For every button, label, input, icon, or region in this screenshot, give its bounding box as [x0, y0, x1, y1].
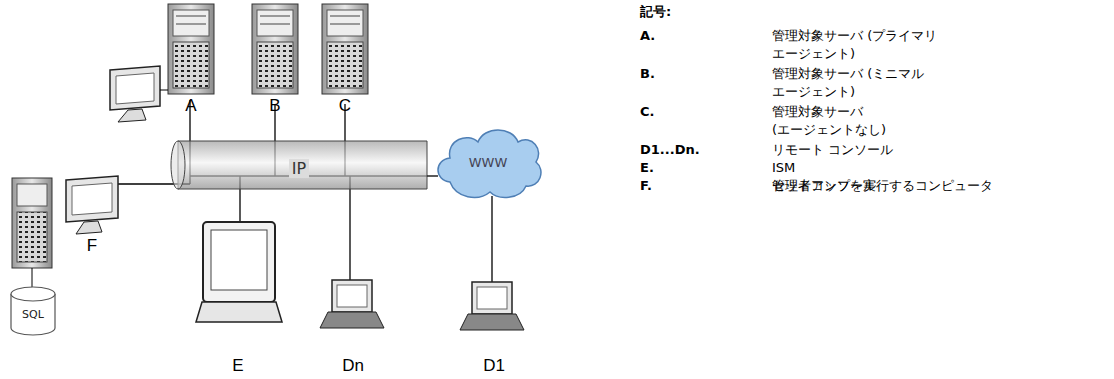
icon-part	[322, 4, 368, 94]
icon-part	[460, 314, 524, 330]
callout-letter: C	[339, 96, 351, 116]
icon-part	[116, 73, 154, 104]
node-label: WWW	[469, 155, 508, 170]
legend-description: 管理対象サーバ (プライマリ エージェント)	[772, 27, 944, 63]
pipe-end	[171, 141, 185, 189]
icon-part	[472, 282, 512, 314]
legend-description: リモート コンソール	[772, 141, 944, 159]
icon-part	[173, 10, 209, 36]
icon-part	[322, 4, 368, 94]
server-icons	[168, 4, 368, 94]
icon-part	[176, 24, 206, 25]
icon-part	[118, 109, 146, 122]
callout-letter: Dn	[342, 356, 364, 376]
legend-description: 管理対象サーバ (ミニマル エージェント)	[772, 65, 944, 101]
sql-database: SQL	[10, 286, 56, 336]
icon-part	[320, 312, 384, 328]
icon-part	[17, 212, 47, 262]
icon-part	[110, 66, 160, 110]
icon-part	[257, 42, 293, 88]
icon-part	[330, 16, 360, 17]
icon-part	[168, 4, 214, 94]
icon-part	[17, 184, 47, 206]
monitor-icon	[110, 66, 168, 122]
cloud-shape	[438, 130, 541, 197]
icon-part	[72, 183, 112, 215]
cylinder-top	[11, 287, 55, 301]
pipe-body	[178, 141, 427, 189]
icon-part	[168, 4, 214, 94]
setup-computer-icon	[196, 222, 282, 322]
network-wires	[118, 100, 492, 282]
node-label: IP	[289, 159, 309, 178]
icon-part	[330, 24, 360, 25]
laptop-icons	[320, 280, 524, 330]
legend-key: C.	[640, 103, 654, 121]
icon-part	[211, 230, 267, 290]
callout-letter: A	[185, 96, 196, 116]
icon-part	[252, 4, 298, 94]
callout-letter: E	[232, 356, 243, 376]
admin-console-icon	[12, 176, 118, 288]
callout-letter: D1	[483, 356, 505, 376]
icon-part	[76, 221, 102, 234]
icon-part	[260, 16, 290, 17]
node-label: SQL	[22, 308, 44, 321]
icon-part	[327, 10, 363, 36]
internet-cloud: WWW	[432, 122, 544, 202]
icon-part	[477, 287, 507, 309]
callout-letter: F	[87, 236, 97, 256]
ip-network-pipe: IP	[170, 140, 428, 190]
icon-part	[66, 176, 118, 222]
legend-key: B.	[640, 65, 655, 83]
icon-part	[491, 196, 492, 282]
legend-key: E.	[640, 159, 654, 177]
icon-part	[12, 178, 52, 268]
icon-part	[203, 222, 275, 302]
icon-part	[160, 90, 168, 91]
icon-part	[173, 42, 209, 88]
icon-part	[196, 302, 282, 322]
icon-part	[349, 176, 350, 280]
icon-part	[332, 280, 372, 312]
icon-part	[260, 24, 290, 25]
icon-part	[252, 4, 298, 94]
icon-part	[327, 42, 363, 88]
network-link	[428, 175, 438, 176]
legend-key: F.	[640, 177, 652, 195]
icon-part	[32, 268, 33, 288]
legend-key: 記号:	[640, 3, 671, 21]
legend-key: A.	[640, 27, 655, 45]
legend-description: 管理対象サーバ (エージェントなし)	[772, 103, 944, 139]
icon-part	[257, 10, 293, 36]
legend-description: 管理者コンソール	[772, 177, 944, 195]
icon-part	[176, 16, 206, 17]
callout-letter: B	[269, 96, 280, 116]
legend-key: D1...Dn.	[640, 141, 700, 159]
icon-part	[337, 285, 367, 307]
